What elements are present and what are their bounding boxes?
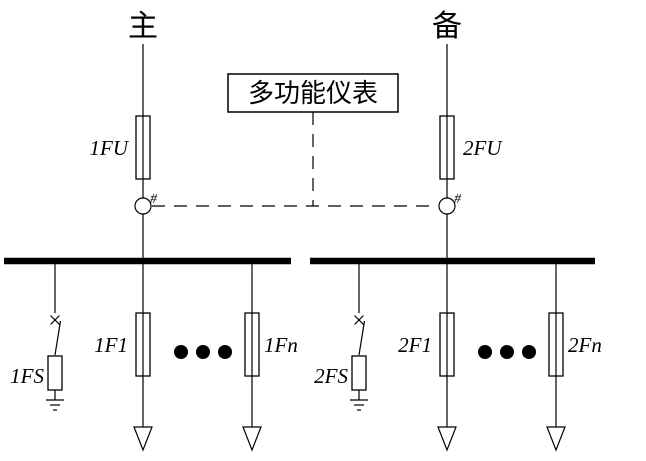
fuse-2fu-icon <box>439 115 455 180</box>
ellipsis-dot <box>174 345 188 359</box>
fuse-1fs-label: 1FS <box>10 364 44 388</box>
right-switch-fuse-branch: 2FS <box>314 264 368 411</box>
fuse-1fu-label: 1FU <box>90 136 130 160</box>
left-feeder-1f1: 1F1 <box>94 312 153 452</box>
meter-ct-right-icon <box>438 197 456 215</box>
meter-box-label: 多功能仪表 <box>248 79 378 109</box>
fuse-1f1-icon <box>135 312 151 377</box>
fuse-1fu-icon <box>135 115 151 180</box>
left-feeder-1fn: 1Fn <box>242 264 298 452</box>
meter-ct-left-icon <box>134 197 152 215</box>
left-switch-fuse-branch: 1FS <box>10 264 64 411</box>
meter-box-frame <box>227 73 399 113</box>
fuse-1f1-label: 1F1 <box>94 333 128 357</box>
fuse-1fn-label: 1Fn <box>264 333 298 357</box>
fuse-2f1-icon <box>439 312 455 377</box>
feeder-arrow-icon <box>546 426 566 452</box>
feeder-arrow-icon <box>437 426 457 452</box>
fuse-1fn-icon <box>244 312 260 377</box>
feeder-arrow-icon <box>133 426 153 452</box>
fuse-2fn-icon <box>548 312 564 377</box>
fs1-switch-blade-icon <box>54 320 62 356</box>
source-standby-label: 备 <box>432 9 462 44</box>
multifunction-meter-box: 多功能仪表 <box>152 73 438 207</box>
left-incoming-section: 主 1FU # <box>90 9 158 428</box>
ellipsis-dot <box>218 345 232 359</box>
feeder-arrow-icon <box>242 426 262 452</box>
ellipsis-dot <box>522 345 536 359</box>
fs2-switch-blade-icon <box>358 320 366 356</box>
right-ellipsis-dots <box>478 345 536 359</box>
ellipsis-dot <box>500 345 514 359</box>
left-ellipsis-dots <box>174 345 232 359</box>
right-feeder-2fn: 2Fn <box>546 264 602 452</box>
fuse-2fu-label: 2FU <box>463 136 503 160</box>
meter-tap-right-mark: # <box>454 192 462 207</box>
ellipsis-dot <box>478 345 492 359</box>
fuse-2fs-icon <box>351 355 367 391</box>
right-feeder-2f1: 2F1 <box>398 312 457 452</box>
source-main-label: 主 <box>128 9 158 44</box>
fuse-2fn-label: 2Fn <box>568 333 602 357</box>
fuse-2fs-label: 2FS <box>314 364 348 388</box>
ellipsis-dot <box>196 345 210 359</box>
fuse-1fs-icon <box>47 355 63 391</box>
fs2-contact-cross-icon <box>354 315 364 325</box>
right-incoming-section: 备 2FU # <box>432 9 503 428</box>
fuse-2f1-label: 2F1 <box>398 333 432 357</box>
meter-tap-left-mark: # <box>150 192 158 207</box>
fs1-contact-cross-icon <box>50 315 60 325</box>
